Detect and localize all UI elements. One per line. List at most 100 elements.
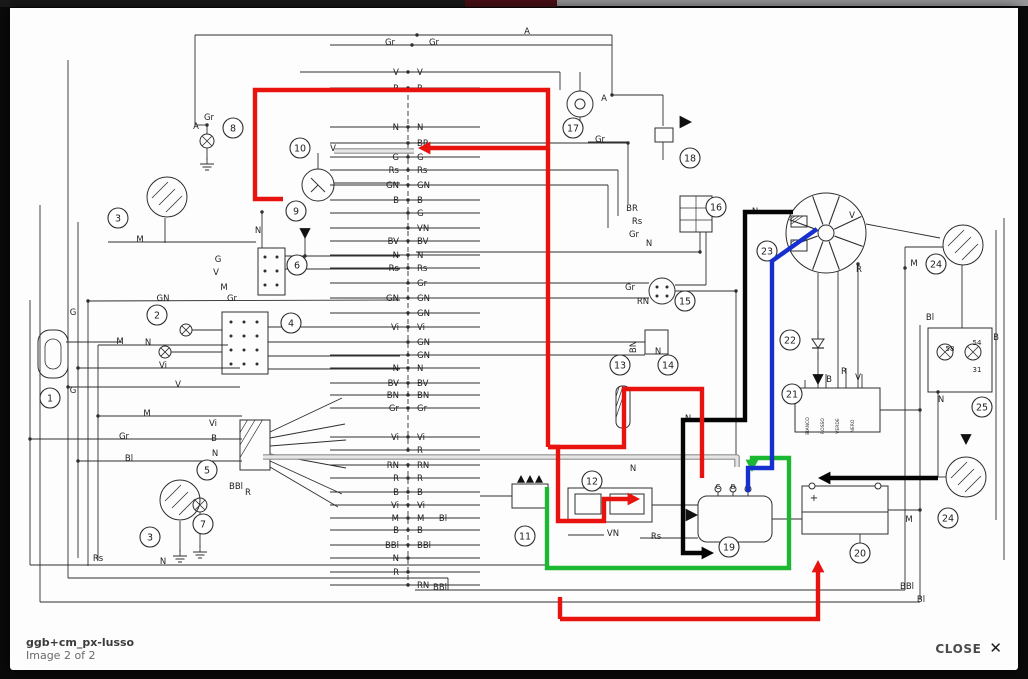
- close-label: CLOSE: [935, 641, 982, 656]
- wire-label: Gr: [389, 404, 400, 414]
- lamp-symbol: [158, 345, 172, 359]
- arrow-marker: [517, 475, 525, 483]
- component-symbol: [574, 493, 602, 515]
- wire-label: BN: [387, 391, 399, 401]
- wire-label: N: [938, 395, 944, 405]
- wire-label: M: [910, 259, 917, 269]
- wire-label: Gr: [629, 230, 640, 240]
- wire-label: N: [145, 338, 151, 348]
- wire-label: VN: [417, 224, 429, 234]
- wire-label: Vi: [159, 361, 167, 371]
- wire-label: Vi: [209, 419, 217, 429]
- wire-label: BR: [626, 204, 638, 214]
- component-balloon: [107, 207, 129, 229]
- wire-label: M: [220, 283, 227, 293]
- wire-label: N: [417, 251, 423, 261]
- component-number: 5: [204, 465, 210, 476]
- wire-label: VN: [607, 529, 619, 539]
- component-number: 15: [679, 296, 691, 307]
- component-number: 10: [294, 143, 306, 154]
- arrow-marker: [299, 228, 311, 239]
- wire-label: R: [393, 568, 399, 578]
- component-number: 24: [942, 513, 954, 524]
- component-number: 3: [115, 213, 121, 224]
- component-symbol: [239, 419, 271, 471]
- wire-label: Vi: [391, 433, 399, 443]
- schematic-wire: [310, 184, 319, 193]
- component-balloon: [146, 304, 168, 326]
- component-symbol: [654, 127, 674, 143]
- wire-label: R: [393, 474, 399, 484]
- black-wire-1-arrowhead: [701, 546, 714, 560]
- component-balloon: [139, 526, 161, 548]
- wire-label: Vi: [391, 323, 399, 333]
- wire-label: Vi: [417, 323, 425, 333]
- wire-label: Gr: [385, 38, 396, 48]
- wire-label: 31: [973, 366, 982, 374]
- wire-label: A: [193, 122, 199, 132]
- lamp-symbol: [964, 343, 982, 361]
- component-symbol: [644, 329, 669, 355]
- red-wire-3: [548, 386, 705, 478]
- red-wire-1-arrowhead: [418, 141, 431, 155]
- arrow-marker: [526, 475, 534, 483]
- wire-label: RN: [417, 581, 429, 591]
- wire-label: B: [417, 526, 423, 536]
- image-counter: Image 2 of 2: [26, 649, 96, 662]
- component-balloon: [581, 470, 603, 492]
- wire-label: B: [393, 196, 399, 206]
- wire-label: R: [856, 265, 862, 275]
- component-balloon: [849, 542, 871, 564]
- component-number: 22: [784, 335, 796, 346]
- wire-label: V: [213, 268, 219, 278]
- wire-label: +: [810, 493, 818, 504]
- red-wire-5: [560, 568, 821, 622]
- turn-signal-symbol: [146, 176, 188, 218]
- lightbox-footer: ggb+cm_px-lusso Image 2 of 2 CLOSE ✕: [10, 630, 1018, 670]
- component-symbol: [648, 277, 676, 305]
- component-number: 3: [147, 532, 153, 543]
- component-balloon: [705, 196, 727, 218]
- wire-label: N: [393, 554, 399, 564]
- component-symbol: [567, 487, 653, 523]
- component-symbol: [817, 224, 835, 242]
- arrow-marker: [685, 508, 698, 522]
- close-button[interactable]: CLOSE ✕: [935, 641, 1002, 656]
- black-wire-2-arrowhead: [818, 471, 831, 485]
- wire-label: R: [245, 488, 251, 498]
- wire-label: N: [646, 239, 652, 249]
- wire-label: M: [143, 409, 150, 419]
- wire-label: N: [393, 364, 399, 374]
- schematic-wire: [269, 397, 343, 433]
- wire-label: N: [393, 251, 399, 261]
- lamp-symbol: [179, 323, 193, 337]
- component-number: 7: [200, 519, 206, 530]
- schematic-wire: [865, 223, 941, 239]
- wire-label: 54: [973, 339, 982, 347]
- wire-label: Gr: [119, 432, 130, 442]
- component-balloon: [674, 290, 696, 312]
- red-wire-4-arrowhead: [627, 492, 640, 506]
- wire-label: Gr: [429, 38, 440, 48]
- component-balloon: [289, 137, 311, 159]
- wire-label: Rs: [632, 217, 643, 227]
- wire-label: B: [417, 196, 423, 206]
- wire-label: N: [212, 449, 218, 459]
- wire-label: Vi: [417, 501, 425, 511]
- component-number: 20: [854, 548, 866, 559]
- component-balloon: [781, 383, 803, 405]
- turn-signal-symbol: [945, 456, 987, 498]
- wire-label: Bl: [439, 514, 447, 524]
- wire-label: V: [849, 211, 855, 221]
- wire-label: N: [417, 123, 423, 133]
- component-symbol: [609, 493, 645, 515]
- wire-label: Gr: [417, 279, 428, 289]
- wire-label: RN: [387, 461, 399, 471]
- wire-label: BV: [417, 379, 429, 389]
- wire-label: Rs: [389, 166, 400, 176]
- component-number: 1: [47, 393, 53, 404]
- schematic-wire: [269, 466, 339, 508]
- wire-label: ROSSO: [820, 418, 826, 434]
- component-number: 9: [293, 206, 299, 217]
